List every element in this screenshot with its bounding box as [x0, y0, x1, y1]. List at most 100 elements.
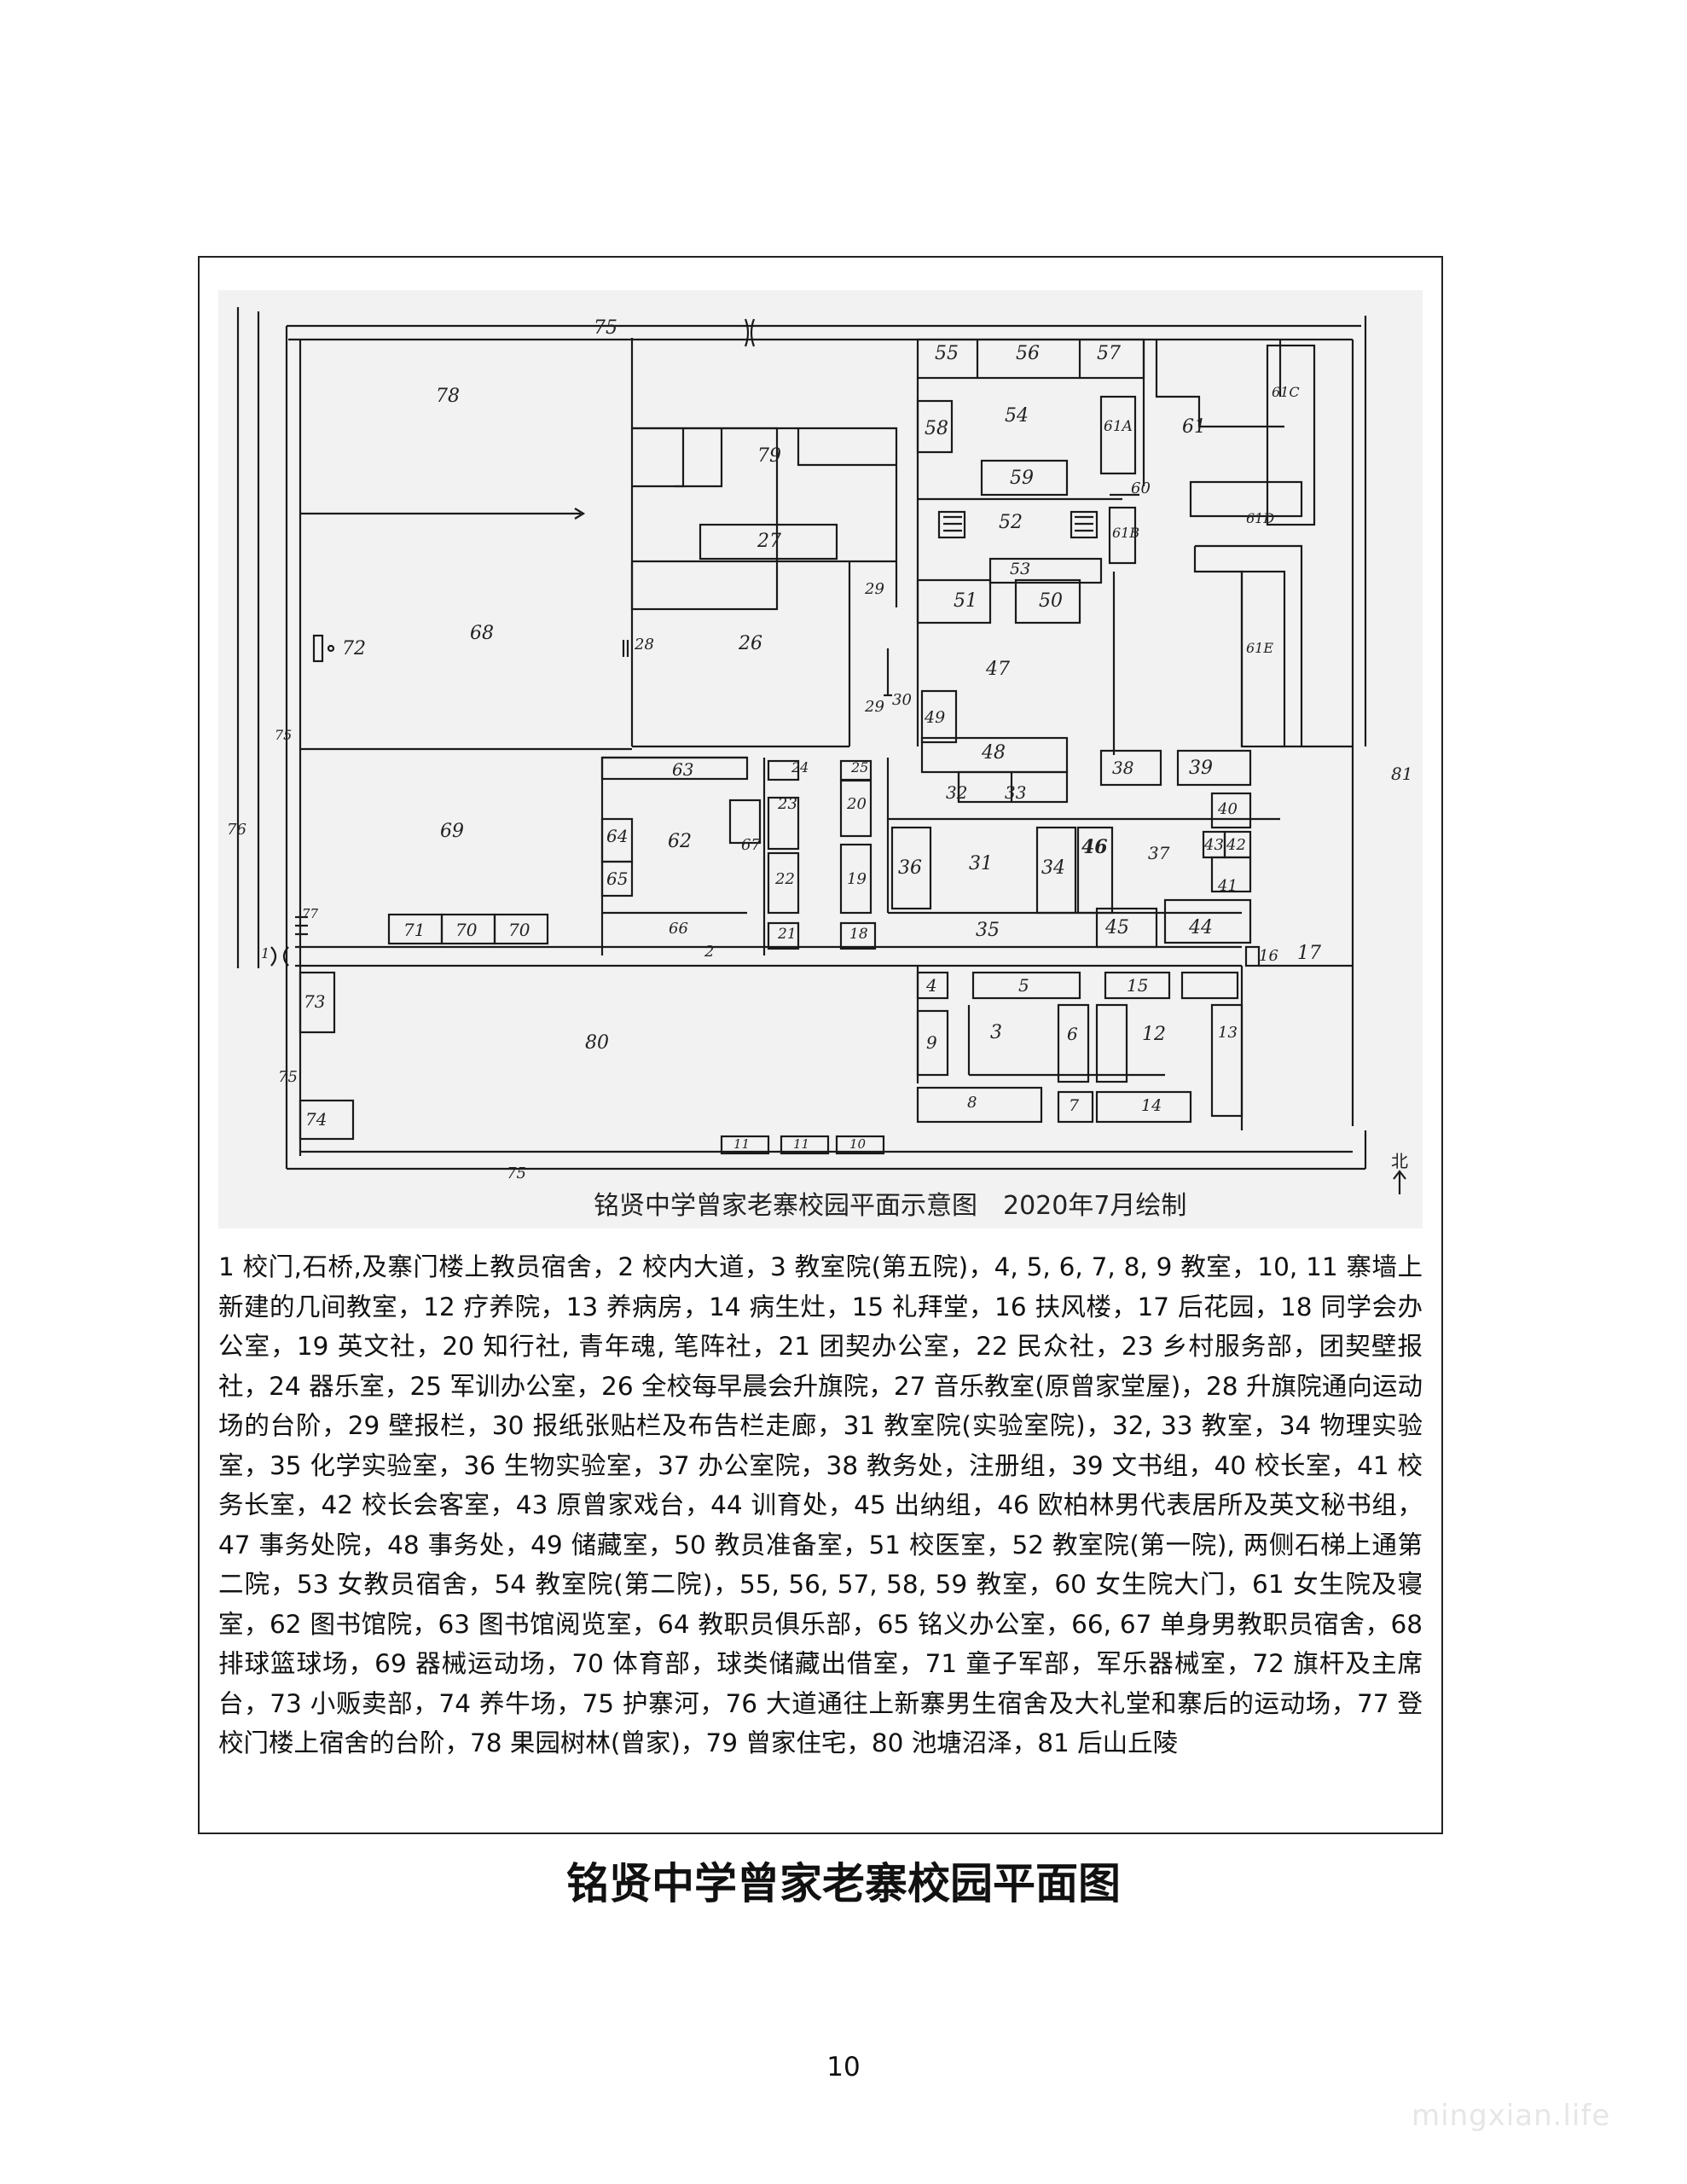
map-label: 11 [793, 1136, 810, 1152]
map-label: 73 [304, 991, 326, 1012]
map-label: 13 [1218, 1024, 1238, 1042]
page-number: 10 [826, 2052, 861, 2082]
map-label: 42 [1226, 836, 1246, 854]
map-label: 8 [967, 1094, 977, 1112]
campus-map [218, 290, 1423, 1228]
map-label: 1 [261, 945, 270, 961]
map-label: 36 [898, 857, 922, 879]
map-label: 3 [990, 1022, 1002, 1043]
map-label: 60 [1131, 479, 1151, 497]
map-label: 56 [1016, 343, 1040, 364]
map-label: 61B [1112, 525, 1140, 541]
map-label: 62 [668, 831, 692, 852]
map-label: 53 [1010, 560, 1031, 578]
map-caption: 铭贤中学曾家老寨校园平面示意图 2020年7月绘制 [594, 1191, 1187, 1221]
map-label: 34 [1041, 857, 1065, 879]
map-label: 47 [986, 659, 1010, 680]
north-marker: 北 [1391, 1151, 1408, 1171]
map-label: 29 [865, 698, 884, 716]
map-label: 61A [1104, 418, 1133, 435]
map-label: 66 [669, 920, 688, 938]
map-label: 79 [757, 445, 781, 467]
map-label: 64 [606, 826, 629, 846]
map-label: 21 [778, 926, 797, 943]
watermark: mingxian.life [1412, 2099, 1611, 2133]
map-label: 27 [757, 531, 781, 552]
map-label: 63 [672, 759, 694, 780]
map-label: 45 [1105, 917, 1129, 938]
map-label: 14 [1141, 1096, 1162, 1115]
map-label: 11 [733, 1136, 751, 1152]
map-label: 61 [1182, 416, 1206, 438]
map-label: 68 [470, 623, 494, 644]
map-label: 75 [278, 1068, 298, 1086]
map-label: 6 [1067, 1024, 1078, 1044]
map-label: 17 [1297, 943, 1321, 964]
map-label: 23 [778, 795, 797, 813]
map-label: 74 [305, 1109, 328, 1130]
map-label: 38 [1112, 758, 1134, 778]
map-label: 76 [227, 821, 246, 839]
map-label: 57 [1097, 343, 1121, 364]
map-label: 39 [1189, 758, 1213, 779]
map-label: 61E [1246, 640, 1274, 656]
map-label: 28 [635, 636, 654, 653]
figure-frame [198, 256, 1443, 1834]
map-label: 50 [1039, 590, 1063, 612]
map-labels: 75 55 56 57 78 54 58 61A 61 61C 79 59 60… [218, 290, 1423, 1228]
map-label: 49 [925, 708, 946, 727]
map-label: 55 [935, 343, 959, 364]
map-label: 75 [275, 727, 293, 743]
map-label: 18 [849, 926, 868, 943]
map-label: 44 [1189, 917, 1213, 938]
map-label: 43 [1204, 836, 1224, 854]
map-label: 5 [1018, 975, 1029, 996]
map-label: 81 [1391, 764, 1413, 784]
map-label: 58 [925, 418, 948, 439]
map-label: 40 [1218, 800, 1238, 818]
map-label: 2 [704, 943, 715, 961]
map-label: 29 [865, 580, 884, 598]
map-label: 33 [1005, 782, 1027, 803]
map-label: 15 [1127, 975, 1149, 996]
map-label: 65 [606, 868, 629, 889]
map-label: 16 [1259, 947, 1278, 965]
map-label: 69 [440, 821, 464, 842]
map-label: 61C [1272, 384, 1300, 400]
map-label: 20 [847, 795, 867, 813]
map-label: 70 [508, 920, 530, 940]
legend-text: 1 校门,石桥,及寨门楼上教员宿舍，2 校内大道，3 教室院(第五院)，4, 5… [218, 1252, 1423, 1757]
map-label: 75 [594, 317, 617, 339]
map-label: 78 [436, 386, 460, 407]
map-label: 61D [1246, 510, 1275, 526]
map-label: 52 [999, 512, 1023, 533]
map-label: 7 [1069, 1096, 1080, 1115]
map-label: 71 [403, 920, 426, 940]
map-label: 80 [585, 1032, 609, 1054]
map-label: 9 [926, 1032, 937, 1053]
map-label: 77 [302, 906, 319, 921]
map-label: 72 [342, 638, 366, 659]
map-label: 67 [741, 836, 761, 854]
map-label: 25 [851, 759, 869, 775]
map-label: 19 [847, 870, 867, 888]
map-label: 30 [892, 691, 912, 709]
map-label: 26 [739, 633, 762, 654]
map-label: 54 [1005, 405, 1029, 427]
map-label: 59 [1010, 468, 1034, 489]
map-label: 37 [1148, 843, 1170, 863]
map-label: 51 [954, 590, 977, 612]
page-title: 铭贤中学曾家老寨校园平面图 [566, 1859, 1121, 1908]
map-label: 35 [976, 920, 1000, 941]
map-label: 10 [849, 1136, 867, 1152]
map-label: 32 [946, 782, 968, 803]
map-label: 31 [969, 853, 993, 874]
map-label: 41 [1218, 877, 1238, 895]
map-label: 12 [1142, 1024, 1166, 1045]
map-label: 75 [507, 1165, 526, 1182]
map-label: 24 [791, 759, 809, 775]
map-label: 46 [1081, 836, 1108, 858]
map-label: 22 [775, 870, 795, 888]
map-label: 48 [982, 742, 1006, 764]
map-label: 70 [455, 920, 478, 940]
